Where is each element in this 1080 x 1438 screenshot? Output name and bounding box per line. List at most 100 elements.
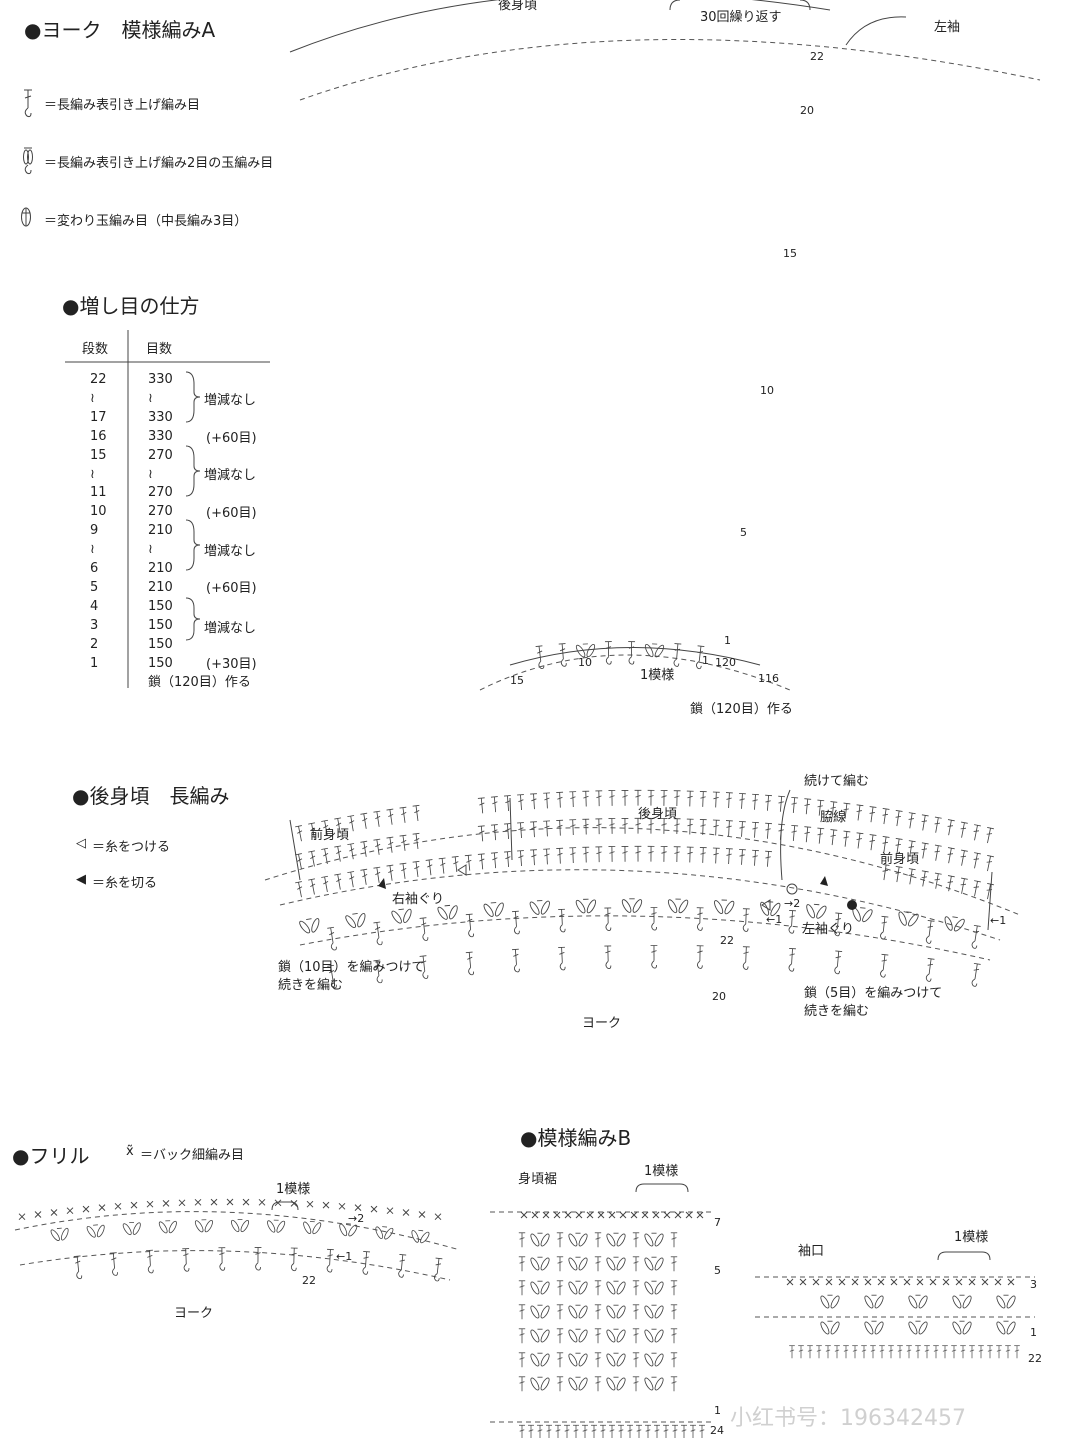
body-stitch	[307, 878, 319, 896]
increase-stitch-count: 150	[148, 617, 173, 633]
body-stitch	[983, 882, 995, 901]
body-yoke-stitch	[389, 907, 415, 926]
pattern-b-pattern-label: 1模様	[644, 1164, 679, 1179]
body-stitch	[737, 792, 747, 810]
pattern-b-base-dc	[644, 1424, 652, 1438]
increase-stitch-count: 210	[148, 523, 173, 539]
body-stitch	[789, 824, 799, 842]
pattern-b-shell	[604, 1376, 628, 1392]
body-row-22: 22	[720, 934, 734, 947]
body-yoke-stitch	[941, 914, 967, 934]
cuff-sc	[942, 1278, 950, 1286]
body-stitch	[386, 836, 396, 854]
body-stitch	[529, 793, 539, 810]
body-yoke-stitch	[297, 916, 323, 936]
body-label-right-armhole: 右袖ぐり	[392, 892, 445, 907]
fp-dc-2-cluster-icon	[18, 144, 38, 180]
body-stitch	[763, 850, 773, 868]
body-stitch	[294, 881, 306, 899]
pattern-b-dc	[670, 1328, 678, 1344]
body-stitch	[763, 794, 773, 812]
cuff-shell	[862, 1294, 886, 1310]
cuff-base-dc	[1013, 1345, 1021, 1359]
body-yoke-stitch	[878, 953, 889, 978]
pattern-b-dc	[556, 1280, 564, 1296]
body-row-20: 20	[712, 990, 726, 1003]
body-stitch	[698, 791, 708, 808]
body-stitch	[711, 819, 721, 837]
body-yoke-stitch	[695, 945, 704, 969]
increase-note-2: (+60目)	[206, 431, 257, 446]
body-arrow-1b: ←1	[990, 914, 1007, 927]
pattern-b-shell	[528, 1304, 552, 1320]
body-stitch	[490, 796, 500, 813]
frill-yoke-stitch	[109, 1252, 119, 1277]
body-stitch	[970, 852, 982, 870]
cuff-pattern-label: 1模様	[954, 1230, 989, 1245]
pattern-b-dc	[594, 1328, 602, 1344]
body-chain5-note: 鎖（5目）を編みつけて	[804, 986, 943, 1001]
increase-row-number: ≀	[90, 542, 95, 558]
cuff-base-dc	[797, 1345, 805, 1359]
increase-stitch-count: 150	[148, 598, 173, 614]
pattern-b-base-dc	[671, 1424, 679, 1438]
increase-stitch-count: 150	[148, 636, 173, 652]
body-stitch	[854, 832, 864, 850]
cuff-base-dc	[788, 1345, 796, 1359]
pattern-b-base-dc	[590, 1424, 598, 1438]
yoke-row-5: 5	[740, 526, 747, 539]
body-stitch	[608, 818, 616, 835]
pattern-b-sc	[674, 1211, 682, 1219]
yoke-heading: ●ヨーク 模様編みA	[24, 18, 216, 42]
cuff-base-dc	[923, 1345, 931, 1359]
body-stitch	[581, 818, 591, 836]
frill-yoke-stitch	[254, 1247, 262, 1271]
legend-fp-dc-2-cluster: ＝長編み表引き上げ編み2目の玉編み目	[44, 156, 274, 171]
body-stitch	[346, 871, 358, 889]
frill-heading: ●フリル	[12, 1144, 90, 1168]
body-yoke-stitch	[373, 921, 384, 946]
increase-row-number: 16	[90, 428, 107, 444]
body-stitch	[815, 827, 825, 845]
cuff-base-dc	[887, 1345, 895, 1359]
body-stitch	[660, 846, 668, 863]
frill-shell	[85, 1223, 107, 1240]
cuff-sc	[890, 1278, 898, 1286]
pattern-b-dc	[518, 1328, 526, 1344]
body-yoke-stitch	[465, 951, 476, 976]
cut-yarn-icon: ◀	[76, 872, 86, 887]
cuff-shell	[994, 1320, 1018, 1336]
pattern-b-shell	[642, 1304, 666, 1320]
body-stitch	[673, 846, 681, 863]
frill-yoke-stitch	[396, 1253, 407, 1278]
pattern-b-row-24: 24	[710, 1424, 724, 1437]
body-stitch	[983, 826, 995, 845]
increase-stitch-count: 330	[148, 409, 173, 425]
yoke-fan-chart	[289, 0, 1041, 691]
body-stitch	[944, 819, 956, 837]
pattern-b-dc	[670, 1232, 678, 1248]
pattern-b-dc	[670, 1352, 678, 1368]
increase-col-rows: 段数	[82, 342, 109, 357]
increase-heading: ●増し目の仕方	[62, 294, 200, 318]
body-stitch	[555, 847, 565, 865]
body-stitch	[724, 848, 734, 865]
yoke-row-22: 22	[810, 50, 824, 63]
body-stitch	[425, 859, 435, 877]
pattern-b-base-dc	[518, 1424, 526, 1438]
cuff-base-dc	[860, 1345, 868, 1359]
body-label-back: 後身頃	[638, 807, 678, 822]
body-yoke-stitch	[343, 911, 369, 931]
body-yoke-stitch	[741, 908, 751, 932]
pattern-b-base-dc	[680, 1424, 688, 1438]
body-stitch	[373, 810, 383, 828]
increase-stitch-count: 270	[148, 504, 173, 520]
body-stitch	[828, 829, 838, 846]
body-stitch	[399, 834, 409, 852]
increase-note-1: 増減なし	[204, 393, 257, 408]
body-stitch	[867, 834, 877, 852]
body-yoke-stitch	[603, 907, 613, 932]
increase-table-rules	[65, 330, 270, 688]
legend-attach: ＝糸をつける	[92, 840, 171, 855]
